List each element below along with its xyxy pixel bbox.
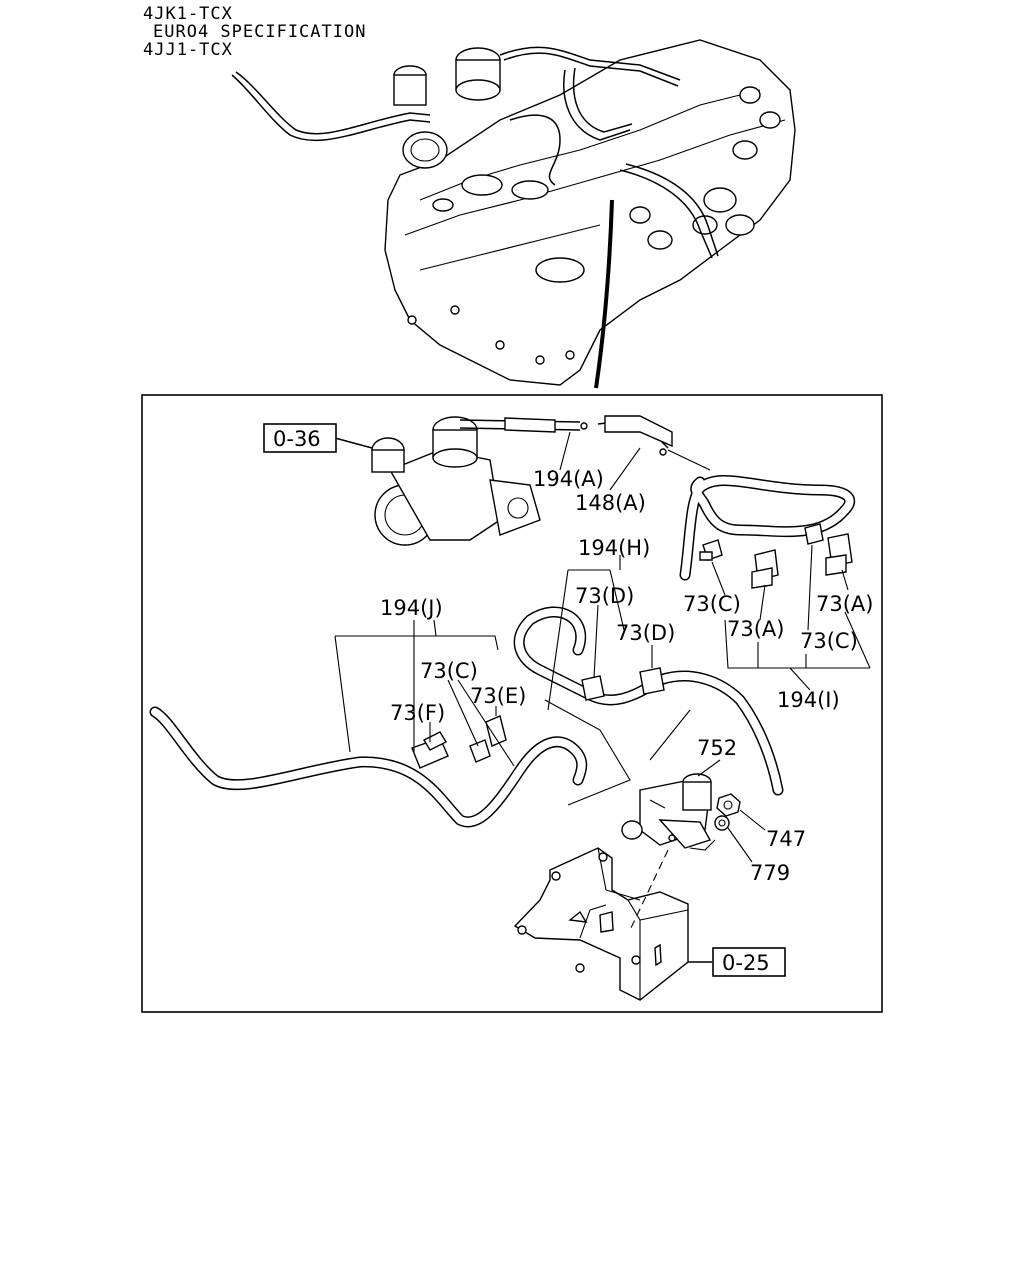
callout-73d-1: 73(D): [575, 584, 634, 608]
callout-194h: 194(H): [578, 536, 650, 560]
callout-194a: 194(A): [533, 467, 604, 491]
leader-194a: [559, 431, 571, 471]
ref-turbo-label: 0-36: [273, 427, 321, 451]
callout-747: 747: [766, 827, 806, 851]
callout-73d-2: 73(D): [616, 621, 675, 645]
clip-73a-upper: [751, 549, 779, 589]
callout-73f: 73(F): [390, 701, 445, 725]
ref-box-turbo[interactable]: 0-36: [263, 423, 337, 453]
callout-148a: 148(A): [575, 491, 646, 515]
callout-779: 779: [750, 861, 790, 885]
clip-73e: [485, 715, 507, 747]
pipe-148a: [597, 415, 711, 471]
clip-73a-right: [825, 533, 853, 576]
washer-779: [714, 815, 730, 831]
euro4-spec: EURO4 SPECIFICATION: [153, 22, 367, 42]
ref-bracket-label: 0-25: [722, 951, 770, 975]
callout-194j: 194(J): [380, 596, 443, 620]
clip-73d-1: [581, 675, 605, 701]
callout-73a-i1: 73(A): [727, 617, 784, 641]
callout-73e: 73(E): [470, 684, 526, 708]
callout-73c-i2: 73(C): [800, 629, 858, 653]
callout-752: 752: [697, 736, 737, 760]
clip-73d-2: [639, 667, 665, 695]
engine-overview-illustration: [231, 39, 796, 389]
clip-73c-lower: [469, 739, 491, 763]
leader-148a: [609, 447, 641, 491]
callout-73c-i1: 73(C): [683, 592, 741, 616]
clip-73f: [411, 731, 449, 769]
clip-73c-right: [804, 523, 824, 545]
callout-194i: 194(I): [777, 688, 840, 712]
hose-194i: [679, 475, 856, 581]
detail-frame: [141, 394, 883, 1013]
clip-73c-upper: [699, 539, 723, 561]
engine-spec-4jk1: 4JK1-TCX: [143, 4, 233, 24]
callout-73c-j: 73(C): [420, 659, 478, 683]
callout-73a-i2: 73(A): [816, 592, 873, 616]
turbocharger: [334, 416, 541, 546]
nut-747: [716, 793, 741, 817]
mounting-bracket: [513, 847, 689, 1001]
engine-spec-4jj1: 4JJ1-TCX: [143, 40, 233, 60]
hose-194a: [459, 417, 588, 433]
hose-194j: [149, 706, 588, 828]
ref-box-bracket[interactable]: 0-25: [712, 947, 786, 977]
solenoid-valve-752: [621, 773, 712, 849]
